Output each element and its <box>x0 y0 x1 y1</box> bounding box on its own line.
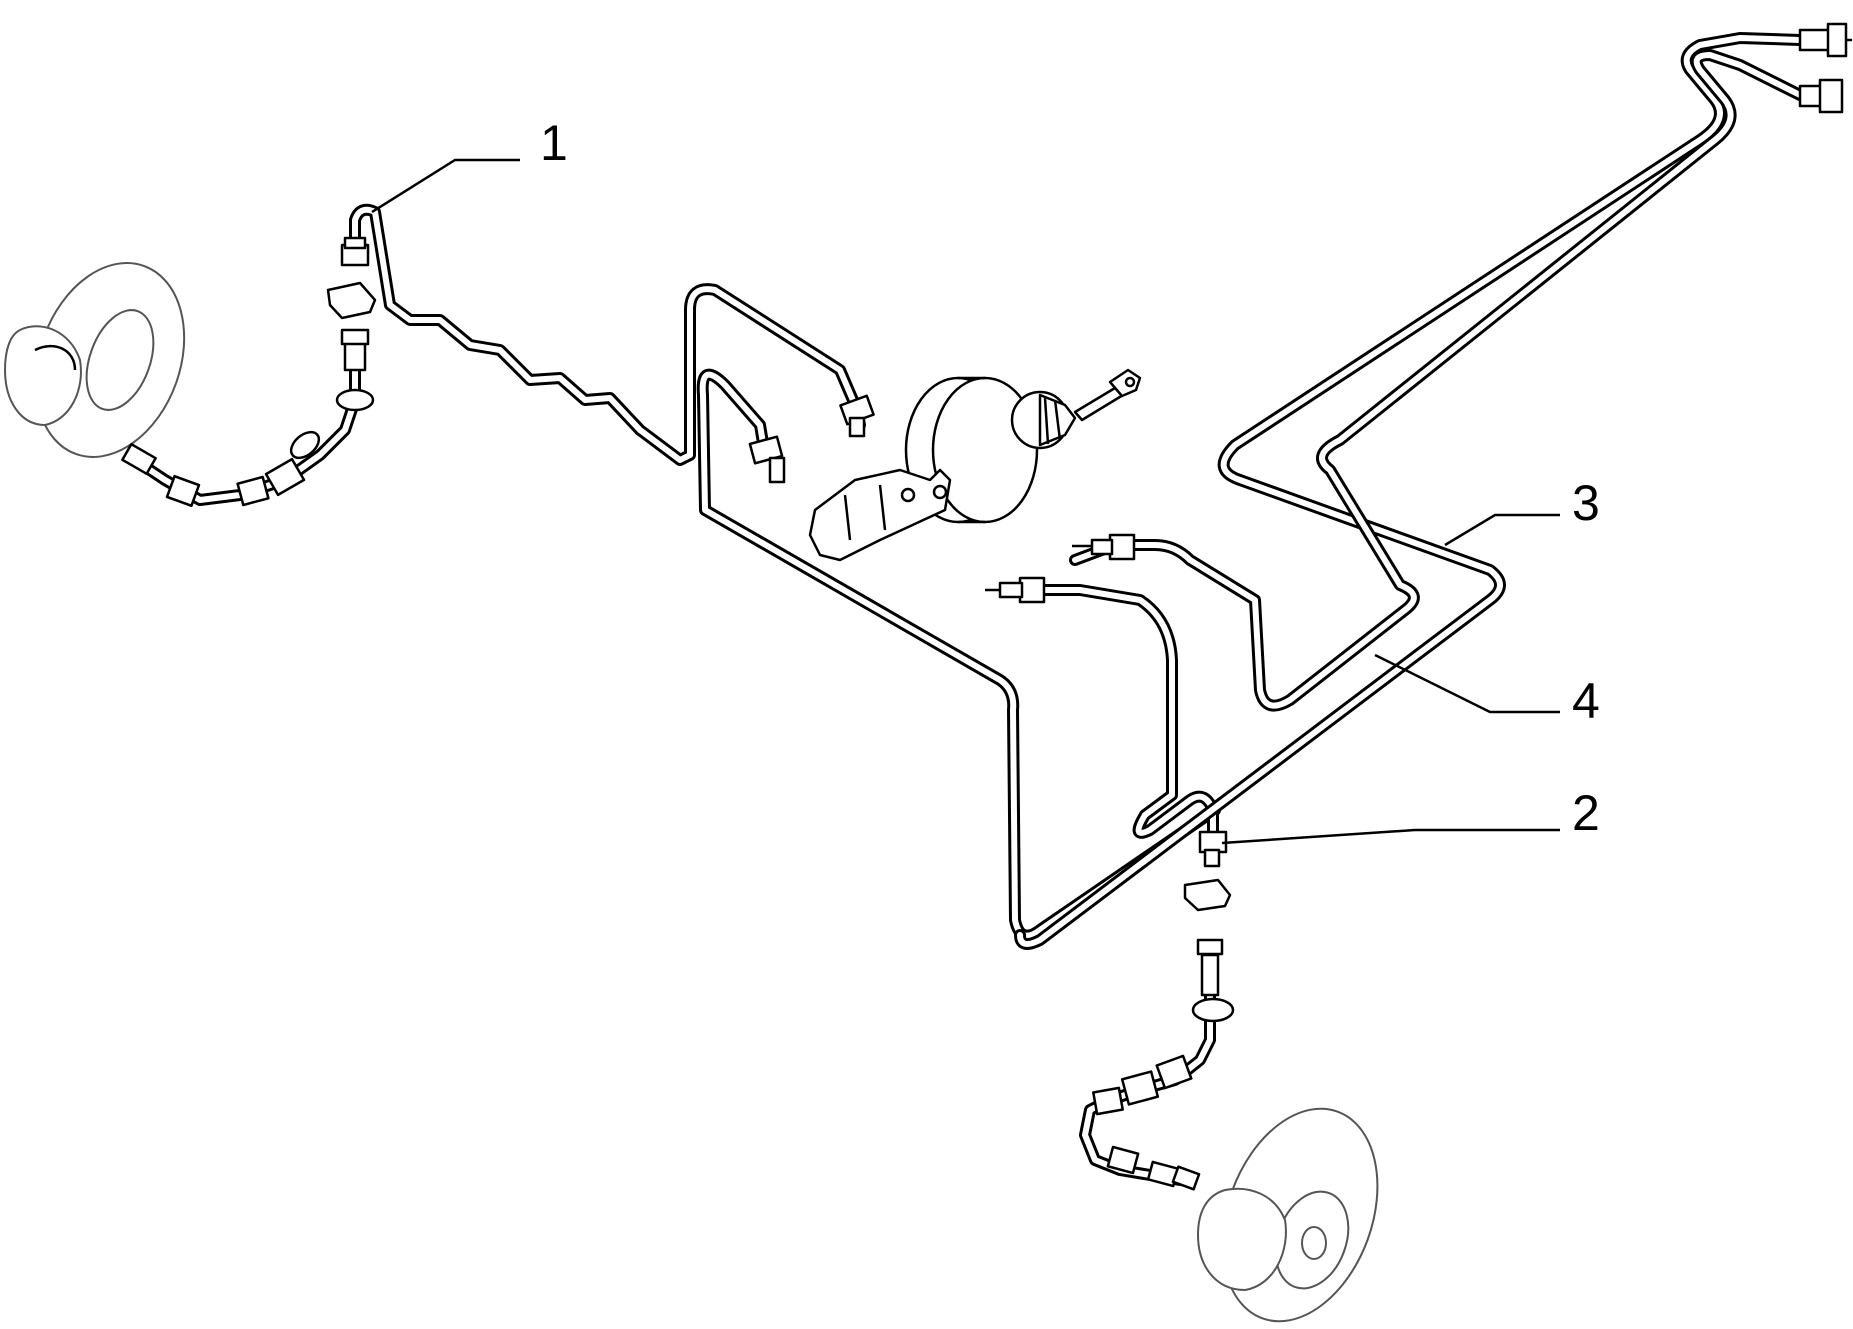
callout-2: 2 <box>1221 785 1600 845</box>
right-brake-disc <box>1196 1107 1379 1323</box>
callout-1: 1 <box>371 115 568 214</box>
callout-4: 4 <box>1374 653 1600 729</box>
callout-label-4: 4 <box>1572 673 1600 729</box>
brake-booster <box>808 368 1142 562</box>
callout-label-2: 2 <box>1572 785 1600 841</box>
left-brake-disc <box>3 262 186 458</box>
callout-label-3: 3 <box>1572 475 1600 531</box>
callout-3: 3 <box>1444 475 1600 547</box>
left-brake-hose <box>121 281 377 508</box>
brake-pipe-1 <box>340 203 875 466</box>
callout-label-1: 1 <box>540 115 568 171</box>
brake-pipe-3 <box>1014 32 1806 950</box>
right-brake-hose <box>1079 878 1235 1191</box>
brake-pipe-4 <box>1069 22 1852 712</box>
